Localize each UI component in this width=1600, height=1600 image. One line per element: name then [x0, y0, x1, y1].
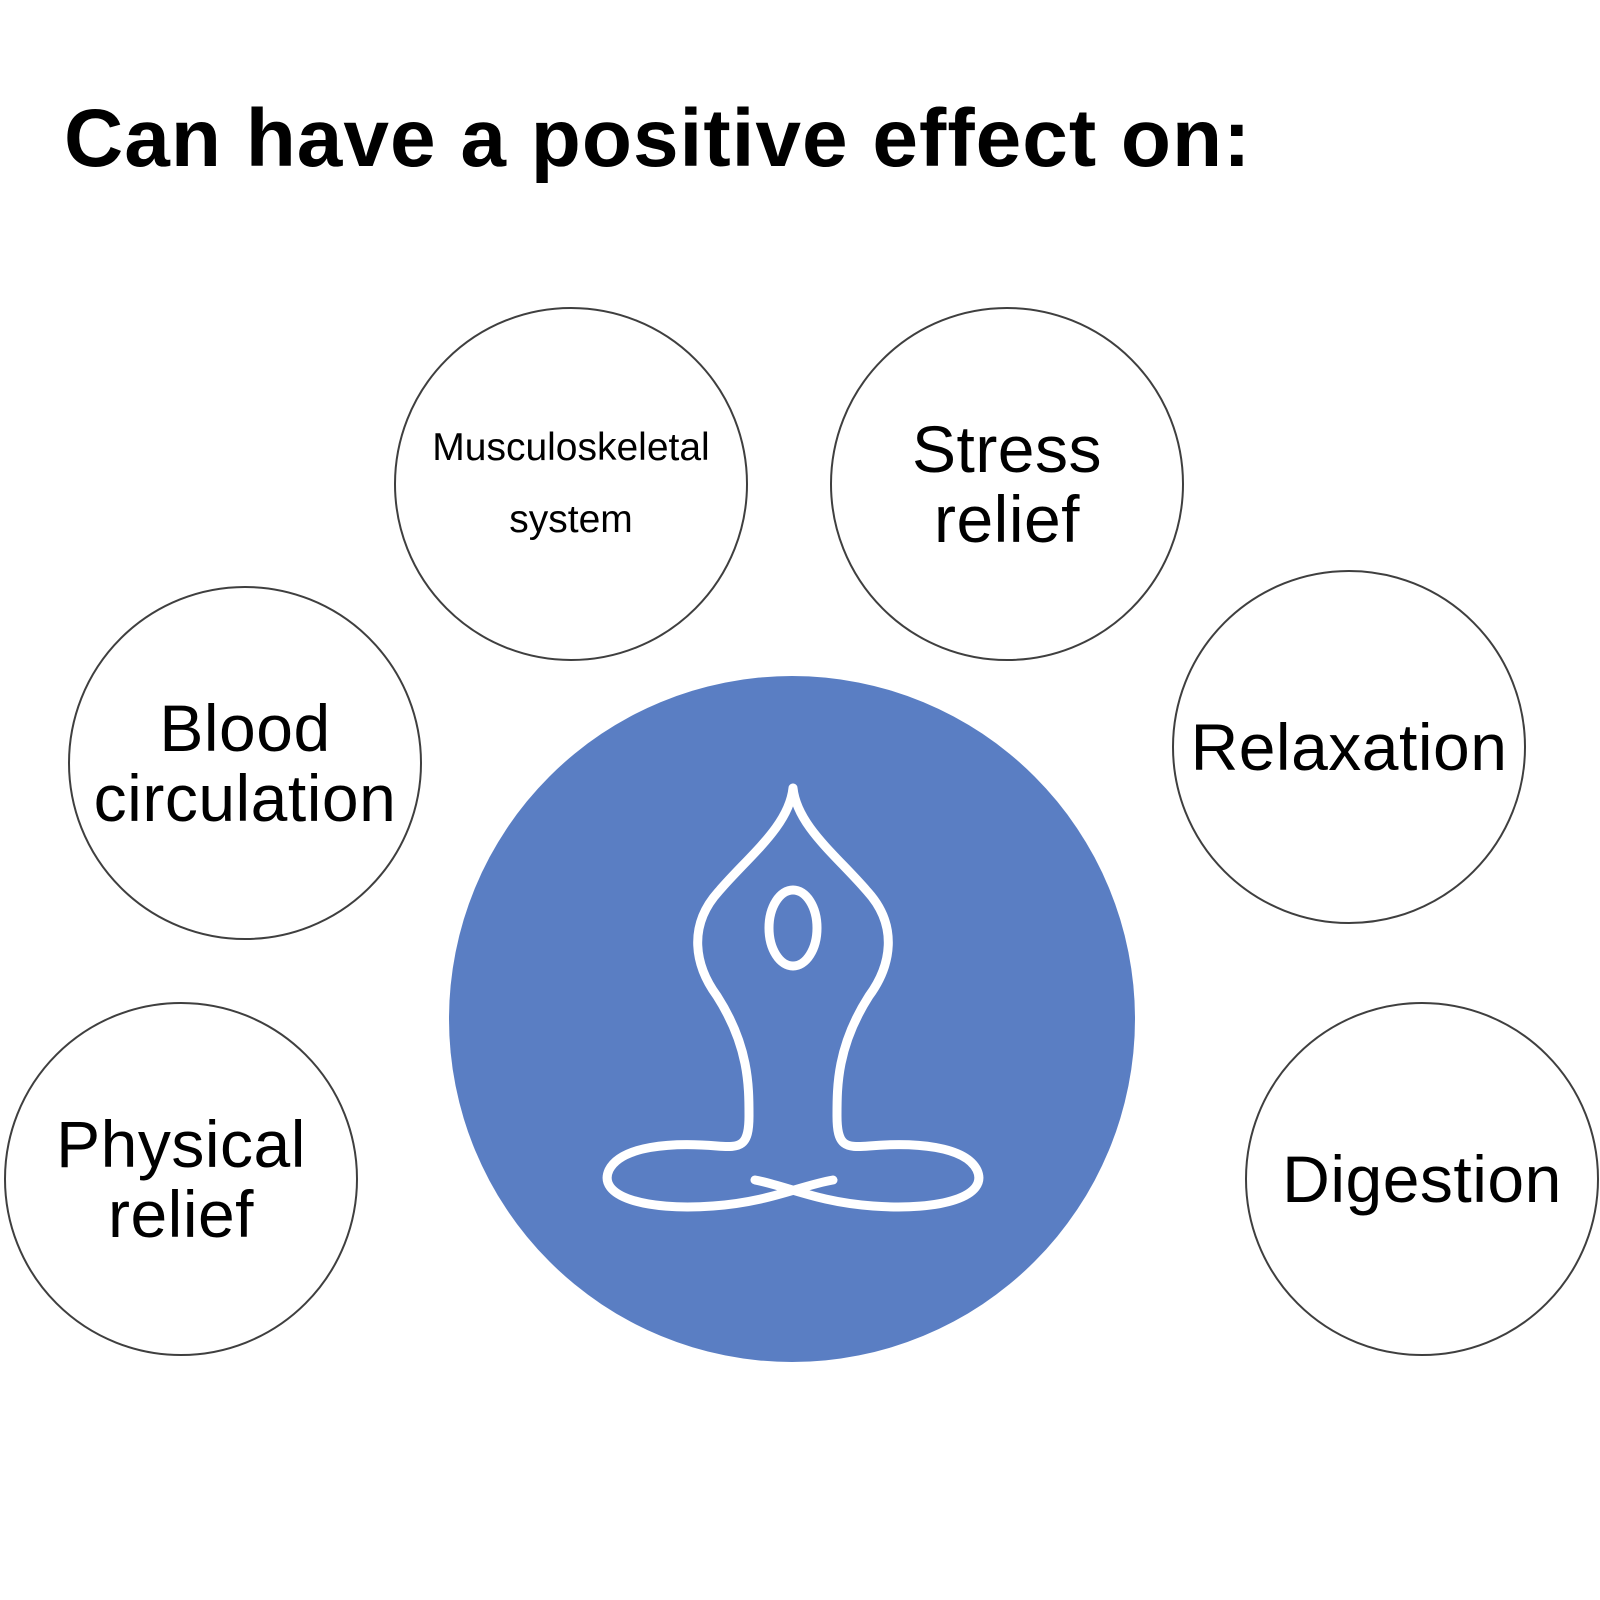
- benefit-musculoskeletal-system: Musculoskeletal system: [394, 307, 748, 661]
- benefit-blood-circulation: Blood circulation: [68, 586, 422, 940]
- benefit-digestion: Digestion: [1245, 1002, 1599, 1356]
- benefit-relaxation: Relaxation: [1172, 570, 1526, 924]
- benefit-label: Digestion: [1282, 1142, 1562, 1216]
- benefit-label: Musculoskeletal: [432, 426, 710, 469]
- benefit-stress-relief: Stress relief: [830, 307, 1184, 661]
- page-title: Can have a positive effect on:: [64, 93, 1252, 184]
- meditation-pose-icon: [602, 783, 984, 1212]
- benefit-label: Relaxation: [1190, 710, 1508, 784]
- benefit-label: Stress: [911, 412, 1103, 486]
- center-hub: [449, 676, 1135, 1362]
- benefit-label: relief: [107, 1177, 255, 1251]
- benefit-label: circulation: [93, 761, 397, 835]
- benefit-label: system: [509, 498, 633, 541]
- benefit-label: relief: [933, 482, 1081, 556]
- benefit-label: Blood: [159, 691, 331, 765]
- benefit-label: Physical: [56, 1107, 306, 1181]
- benefit-physical-relief: Physical relief: [4, 1002, 358, 1356]
